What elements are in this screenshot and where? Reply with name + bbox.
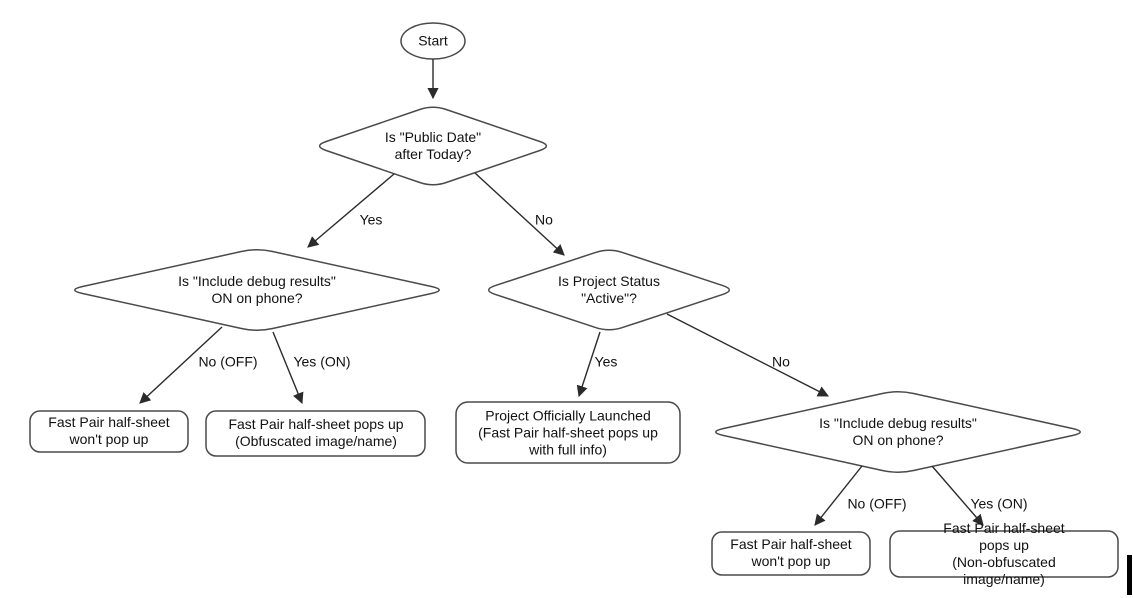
arrow-debug-left-yes <box>272 331 304 405</box>
decision-debug-right-shape <box>715 391 1081 473</box>
box-no-popup-left-shape <box>29 410 189 453</box>
decision-debug-left-shape <box>74 249 440 331</box>
edge-label-project-status-yes: Yes <box>594 353 618 370</box>
text-cursor-artifact <box>1127 555 1132 595</box>
box-obfuscated-popup-label: Fast Pair half-sheet pops up (Obfuscated… <box>228 416 404 449</box>
arrow-public-date-no <box>474 172 565 256</box>
decision-public-date-label: Is "Public Date" after Today? <box>384 129 482 162</box>
box-no-popup-right-shape <box>711 531 871 576</box>
decision-debug-right-label: Is "Include debug results" ON on phone? <box>819 415 977 448</box>
box-non-obfuscated-popup-shape <box>889 530 1119 578</box>
decision-debug-left-label: Is "Include debug results" ON on phone? <box>178 273 336 306</box>
box-launched-label: Project Officially Launched (Fast Pair h… <box>478 407 658 458</box>
edge-label-public-date-no: No <box>535 211 553 228</box>
decision-project-status-label: Is Project Status "Active"? <box>558 273 660 306</box>
arrow-project-status-yes <box>576 331 601 398</box>
arrow-debug-right-yes <box>931 465 984 526</box>
start-node-label: Start <box>418 32 448 49</box>
edge-label-public-date-yes: Yes <box>359 211 383 228</box>
box-non-obfuscated-popup-label: Fast Pair half-sheet pops up (Non-obfusc… <box>943 520 1065 587</box>
edge-label-debug-left-yes: Yes (ON) <box>293 353 351 370</box>
edge-label-debug-right-no: No (OFF) <box>847 495 907 512</box>
edge-label-project-status-no: No <box>772 353 790 370</box>
arrow-debug-right-no <box>814 465 863 526</box>
box-obfuscated-popup-shape <box>205 410 426 457</box>
edge-label-debug-left-no: No (OFF) <box>198 353 258 370</box>
decision-project-status-shape <box>487 249 731 331</box>
edge-label-debug-right-yes: Yes (ON) <box>970 495 1028 512</box>
arrow-public-date-yes <box>307 173 395 248</box>
box-launched-shape <box>455 401 681 464</box>
box-no-popup-left-label: Fast Pair half-sheet won't pop up <box>48 414 170 447</box>
arrow-debug-left-no <box>139 326 223 404</box>
arrow-project-status-no <box>666 313 829 397</box>
box-no-popup-right-label: Fast Pair half-sheet won't pop up <box>730 536 852 569</box>
decision-public-date-shape <box>318 106 548 186</box>
